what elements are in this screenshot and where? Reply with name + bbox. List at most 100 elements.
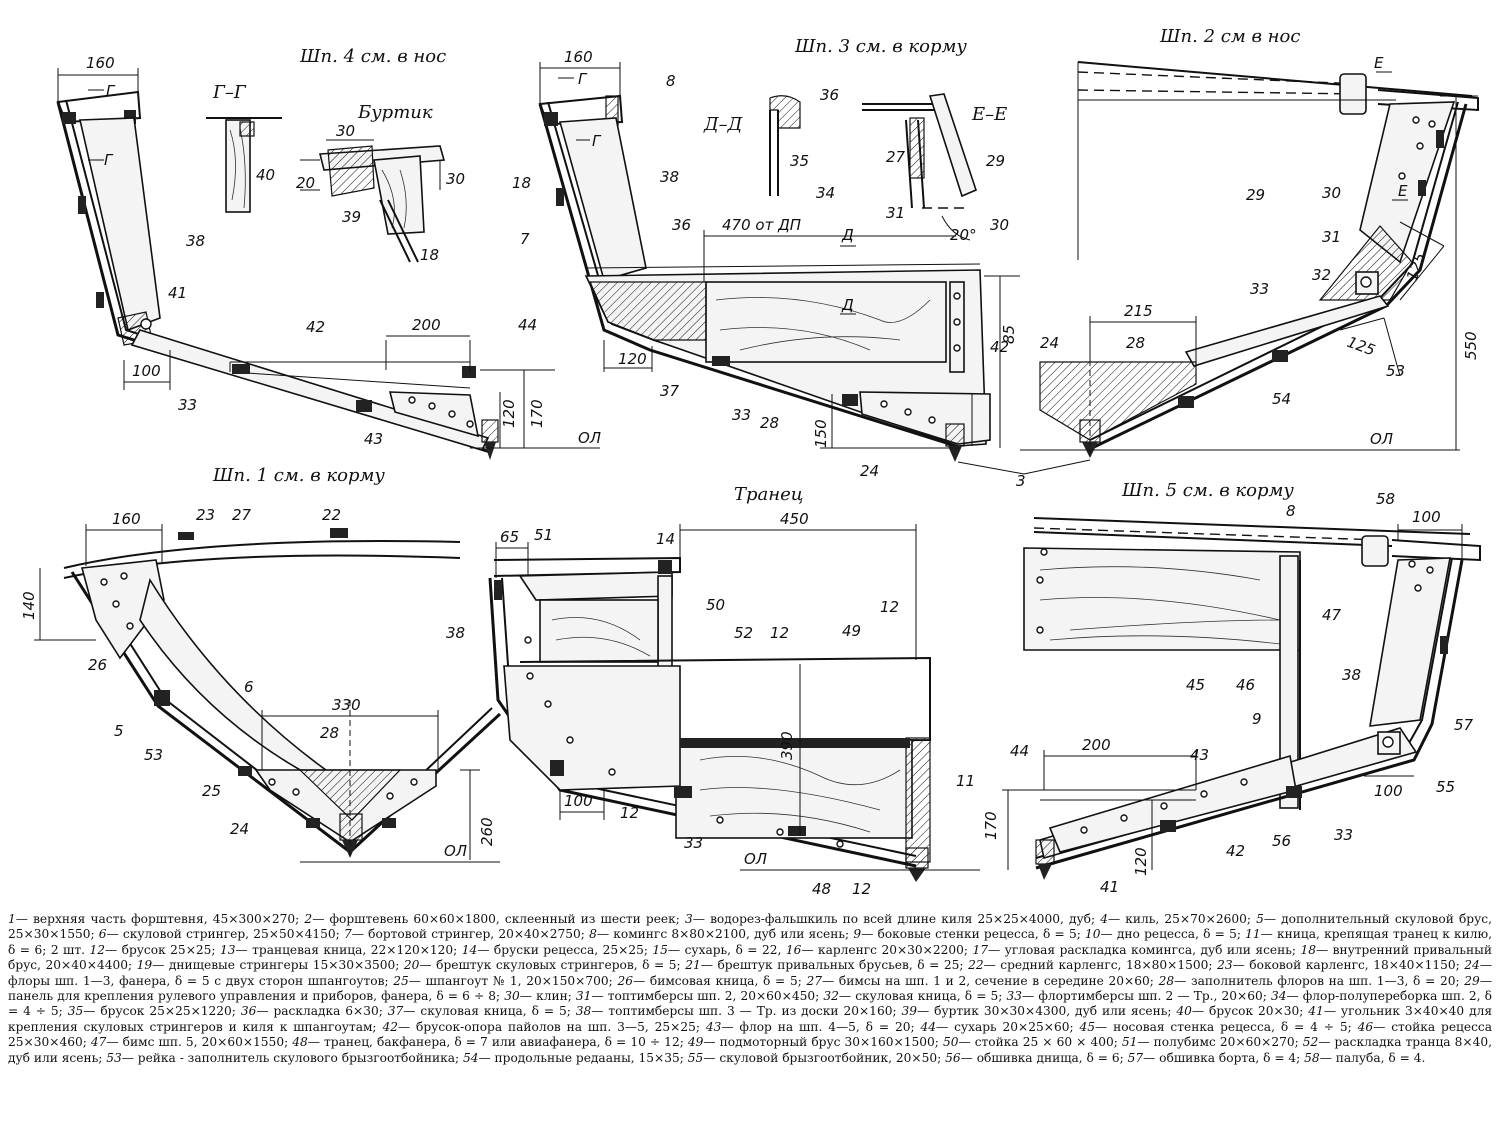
dim-label: 150 [812, 419, 830, 448]
legend-item-text: — сухарь 20×25×60; [936, 1019, 1080, 1034]
dim-label: 170 [528, 399, 546, 428]
part-label: 47 [1322, 606, 1342, 624]
legend-item-number: 58 [1304, 1050, 1320, 1065]
legend-item-number: 36 [240, 1004, 257, 1019]
bolt [1408, 560, 1416, 568]
stringer [382, 818, 396, 828]
floor-filler [1039, 361, 1197, 441]
legend-item-number: 16 [785, 942, 802, 957]
bolt [126, 622, 134, 630]
legend-item-text: — палуба, δ = 4. [1319, 1050, 1426, 1065]
bolt [1382, 736, 1394, 748]
bolt [953, 318, 961, 326]
part-label: 42 [1226, 842, 1245, 860]
bearer-block [232, 364, 250, 374]
part-label: 33 [684, 834, 703, 852]
legend-item-text: — бимс шп. 5, 20×60×1550; [106, 1035, 293, 1050]
legend-item-text: — брусок 20×30; [1191, 1004, 1309, 1019]
dim-label: 470 от ДП [722, 216, 801, 234]
bolt [448, 410, 456, 418]
legend-item-text: — брусок-опора пайолов на шп. 3—5, 25×25… [397, 1019, 706, 1034]
topside-frame [1369, 557, 1451, 727]
legend-item-text: — комингс 8×80×2100, дуб или ясень; [596, 927, 854, 942]
legend-item-text: — транцевая кница, 22×120×120; [235, 942, 462, 957]
bolt [526, 672, 534, 680]
hull-shell [538, 103, 957, 448]
legend-item-number: 26 [617, 973, 633, 988]
filler-plank [705, 281, 947, 363]
stringer [550, 760, 564, 776]
part-label: 24 [1040, 334, 1059, 352]
view-title: Шп. 1 см. в корму [212, 465, 385, 486]
part-label: 9 [1252, 710, 1262, 728]
view-frame-1: Шп. 1 см. в корму 160 140 330 [20, 465, 502, 863]
transom-strip [680, 738, 910, 748]
floor-timber [503, 665, 681, 791]
legend-item-text: — рейка - заполнитель скулового брызгоот… [121, 1050, 463, 1065]
rub-rail [327, 145, 375, 197]
detail-bar [239, 121, 255, 137]
part-label: 22 [322, 506, 341, 524]
part-label: 28 [1126, 334, 1145, 352]
bolt [1120, 814, 1128, 822]
legend-item-number: 40 [1176, 1004, 1192, 1019]
dim-line [57, 68, 139, 102]
detail-bar [769, 95, 801, 129]
part-label: 38 [446, 624, 465, 642]
legend-item-text: — средний карленгс, 18×80×1500; [983, 958, 1218, 973]
cut-label: Е [1374, 54, 1384, 72]
bolt [120, 572, 128, 580]
recess-post [1279, 555, 1299, 809]
baseline-label: ОЛ [744, 850, 767, 868]
legend-item-text: — скуловой стрингер, 25×50×4150; [106, 927, 344, 942]
bolt [1414, 584, 1422, 592]
view-title: Шп. 5 см. в корму [1121, 480, 1294, 501]
floor-timber [130, 329, 490, 451]
part-label: 3 [1016, 472, 1026, 490]
detail-panel [928, 93, 977, 198]
wood-grain [699, 756, 901, 833]
legend-item-text: — клин; [519, 989, 576, 1004]
dim-label: 100 [1412, 508, 1441, 526]
part-label: 24 [860, 462, 879, 480]
part-label: 58 [1376, 490, 1395, 508]
legend-item-text: — кница, крепящая транец к килю, δ = 6; … [8, 927, 1493, 957]
legend-item-number: 5 [1256, 912, 1264, 926]
legend-item-number: 4 [1100, 912, 1108, 926]
bolt [953, 344, 961, 352]
legend-item-text: — флоры шп. 1—3, фанера, δ = 5 с двух ст… [8, 958, 1492, 988]
bearer [229, 361, 471, 389]
part-label: 54 [1272, 390, 1291, 408]
panel-29 [1077, 62, 1396, 260]
part-label: 31 [1322, 228, 1341, 246]
bolt [880, 400, 888, 408]
view-frame-5: Шп. 5 см. в корму [982, 480, 1481, 896]
legend-item-text: — киль, 25×70×2600; [1107, 912, 1257, 926]
half-beam [518, 571, 673, 601]
dim-line [480, 369, 555, 448]
bolt [928, 416, 936, 424]
part-label: 30 [990, 216, 1009, 234]
legend-item-number: 37 [387, 1004, 404, 1019]
leader-line [957, 459, 1091, 475]
bearer-block [462, 366, 476, 378]
dim-line [1339, 221, 1445, 377]
cut-marker [558, 77, 856, 315]
false-keel [948, 446, 962, 462]
legend-item-text: — буртик 30×30×4300, дуб или ясень; [917, 1004, 1177, 1019]
bolt [524, 636, 532, 644]
legend-item-number: 20 [403, 958, 420, 973]
part-label: 57 [1454, 716, 1474, 734]
view-frame-4: Шп. 4 см. в нос 160 100 [56, 46, 601, 460]
legend-item-number: 11 [1245, 927, 1261, 942]
legend-item-text: — боковой карленгс, 18×40×1150; [1232, 958, 1465, 973]
upright [949, 281, 965, 373]
dim-label: 160 [112, 510, 141, 528]
transom-board [675, 739, 913, 839]
stringer [674, 786, 692, 798]
bolt [1416, 142, 1424, 150]
bearer [1040, 789, 1196, 801]
dim-label: 140 [20, 591, 38, 620]
view-title: Шп. 3 см. в корму [794, 36, 967, 57]
bilge-knee [589, 281, 707, 341]
